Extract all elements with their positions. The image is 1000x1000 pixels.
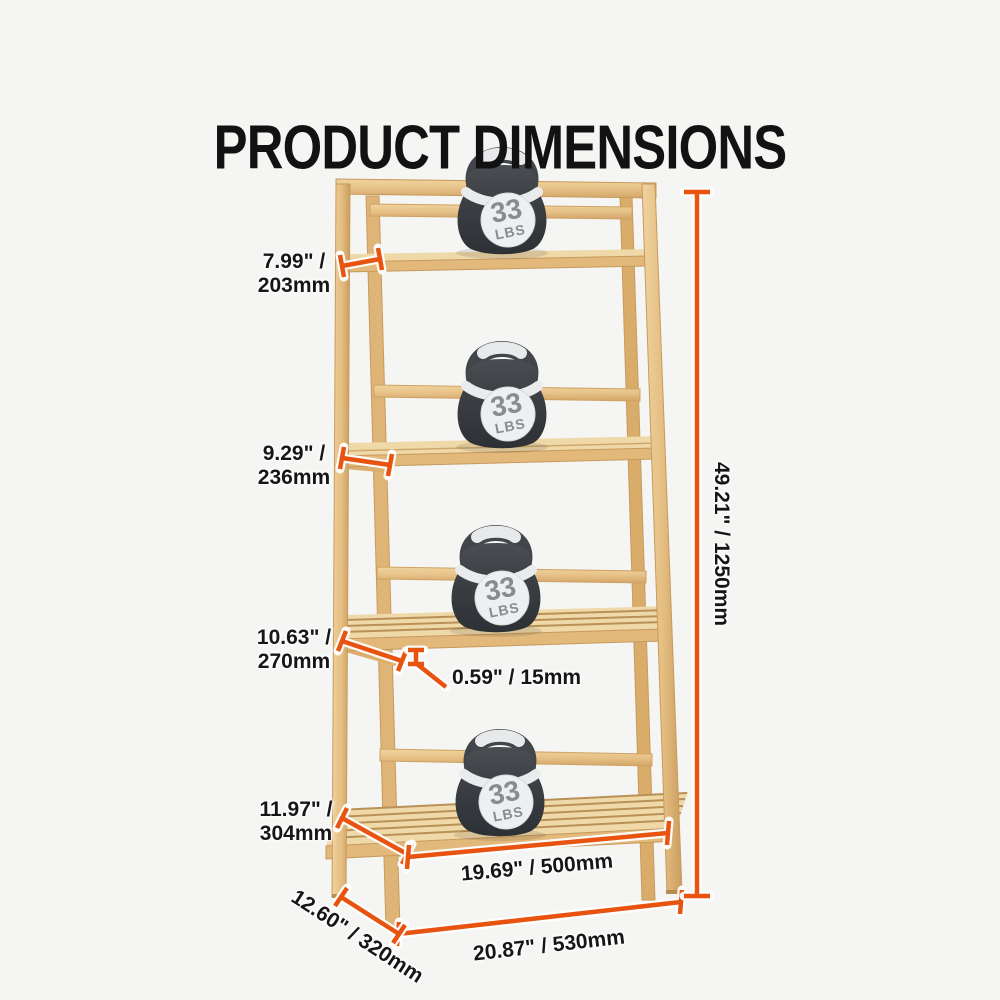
page-title: PRODUCT DIMENSIONS [213,113,788,183]
kettlebell-tier-4 [454,736,546,841]
shelf-thickness-label: 0.59" / 15mm [452,666,582,689]
tier1-dim-inches: 7.99" / [262,250,326,273]
tier2-dim-mm: 236mm [257,466,331,489]
tier2-dim-label: 9.29" / 236mm [258,442,330,490]
tier3-dim-label: 10.63" / 270mm [257,626,331,674]
tier2-dim-inches: 9.29" / [262,442,326,465]
tier4-dim-label: 11.97" / 304mm [259,798,332,846]
tier1-dim-mm: 203mm [257,274,331,297]
overall-height-dim-line [684,192,710,896]
front-left-leg [331,183,351,898]
kettlebell-tier-2 [456,348,548,453]
tier3-dim-mm: 270mm [257,650,331,673]
tier1-dim-label: 7.99" / 203mm [258,250,330,298]
tier4-dim-mm: 304mm [259,822,333,845]
kettlebell-tier-3 [450,532,542,637]
tier3-dim-inches: 10.63" / [256,626,332,649]
overall-height-label: 49.21" / 1250mm [710,461,733,627]
tier4-dim-inches: 11.97" / [259,798,333,821]
front-right-foot [666,890,682,894]
